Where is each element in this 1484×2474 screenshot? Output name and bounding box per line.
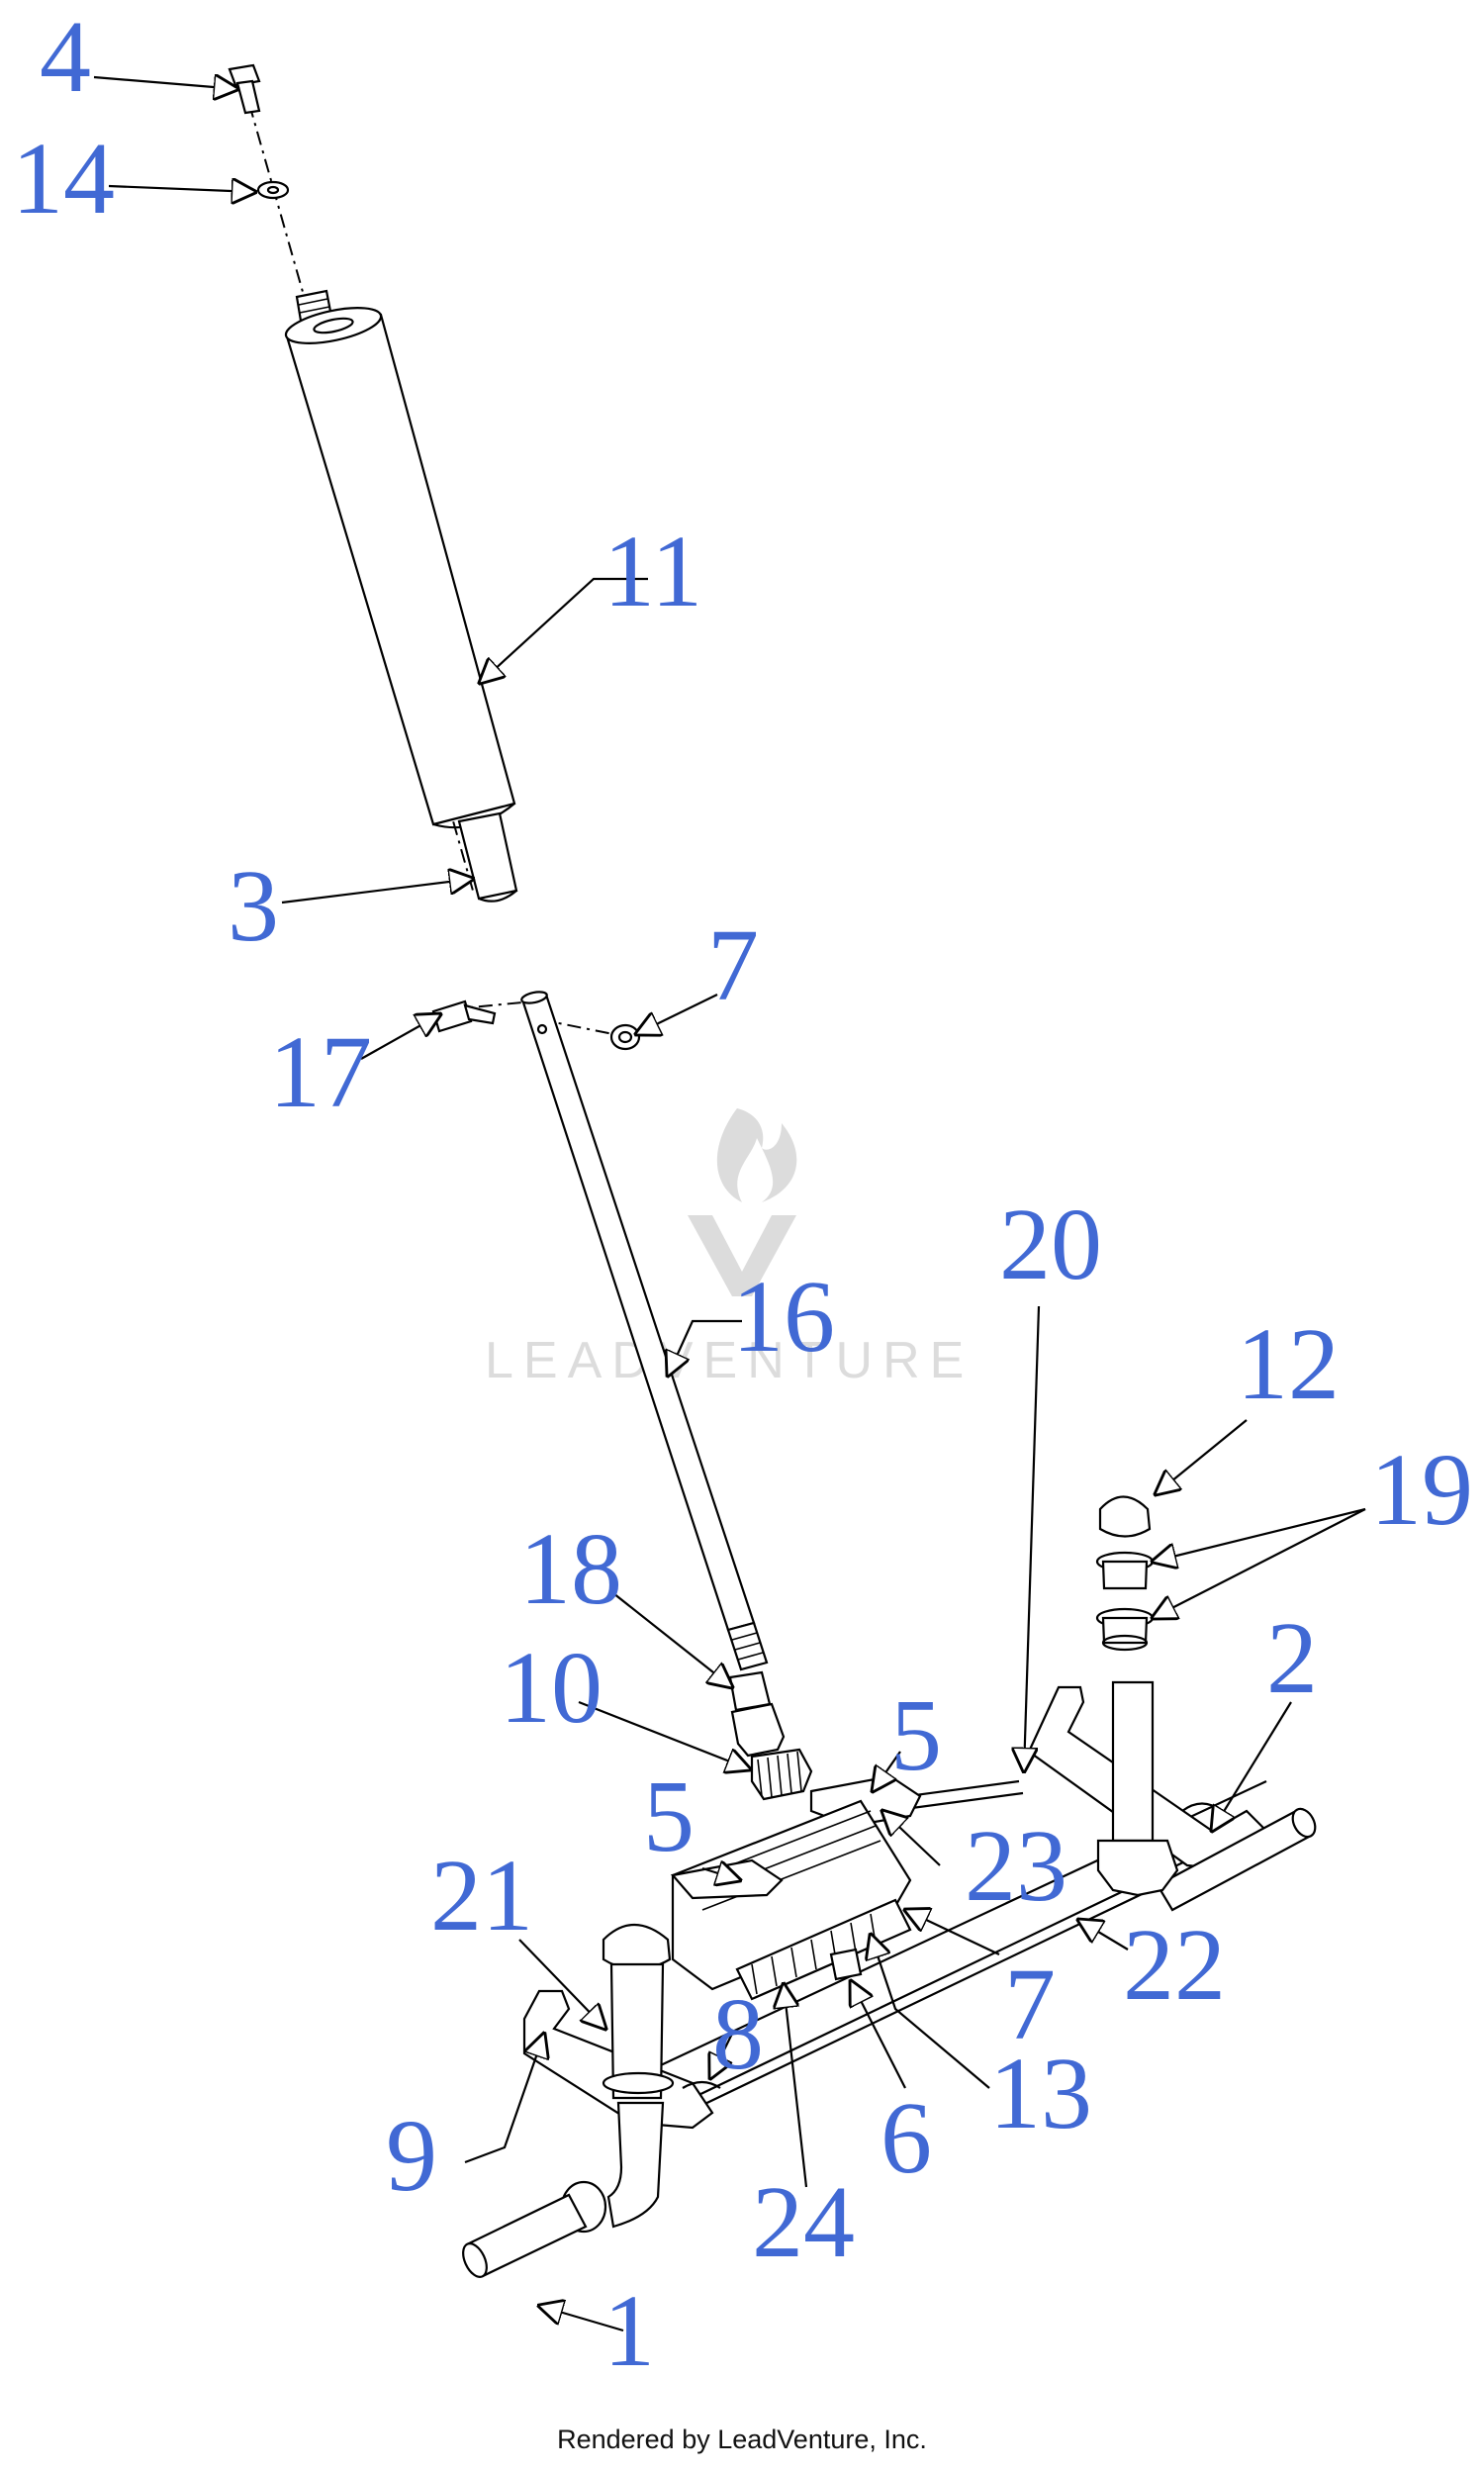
part-label-7-lower: 7 <box>1004 1948 1056 2061</box>
part-label-5-left: 5 <box>643 1760 695 1873</box>
watermark-v-icon <box>688 1215 796 1296</box>
part-label-14: 14 <box>12 122 115 236</box>
part-label-3: 3 <box>228 849 279 963</box>
part-label-13: 13 <box>989 2037 1092 2150</box>
part-label-5-right: 5 <box>890 1678 942 1792</box>
pinion-gear <box>728 1670 813 1801</box>
steering-column <box>228 63 518 903</box>
part-label-2: 2 <box>1266 1601 1318 1715</box>
footer-credit: Rendered by LeadVenture, Inc. <box>557 2425 927 2454</box>
part-label-23: 23 <box>965 1809 1067 1923</box>
part-label-22: 22 <box>1123 1908 1226 2022</box>
part-label-16: 16 <box>732 1260 835 1374</box>
part-label-12: 12 <box>1237 1307 1340 1421</box>
part-label-20: 20 <box>999 1188 1102 1301</box>
part-label-24: 24 <box>752 2165 855 2279</box>
part-label-10: 10 <box>500 1631 603 1745</box>
part-label-19: 19 <box>1370 1433 1473 1547</box>
part-label-8: 8 <box>712 1977 764 2091</box>
part-label-1: 1 <box>603 2274 655 2388</box>
part-label-4: 4 <box>40 0 91 114</box>
part-label-17: 17 <box>269 1015 372 1129</box>
part-label-21: 21 <box>430 1839 533 1952</box>
part-labels: 4 14 11 3 7 17 16 20 12 19 18 10 5 2 5 2… <box>12 0 1473 2388</box>
leader-lines <box>93 77 1366 2332</box>
part-label-11: 11 <box>603 515 702 628</box>
part-label-18: 18 <box>519 1512 622 1626</box>
part-label-6: 6 <box>881 2081 932 2195</box>
part-label-7-upper: 7 <box>707 908 759 1022</box>
watermark: LEADVENTURE <box>485 1108 974 1389</box>
watermark-flame-icon <box>716 1108 797 1202</box>
part-label-9: 9 <box>386 2099 437 2213</box>
watermark-text: LEADVENTURE <box>485 1332 974 1389</box>
